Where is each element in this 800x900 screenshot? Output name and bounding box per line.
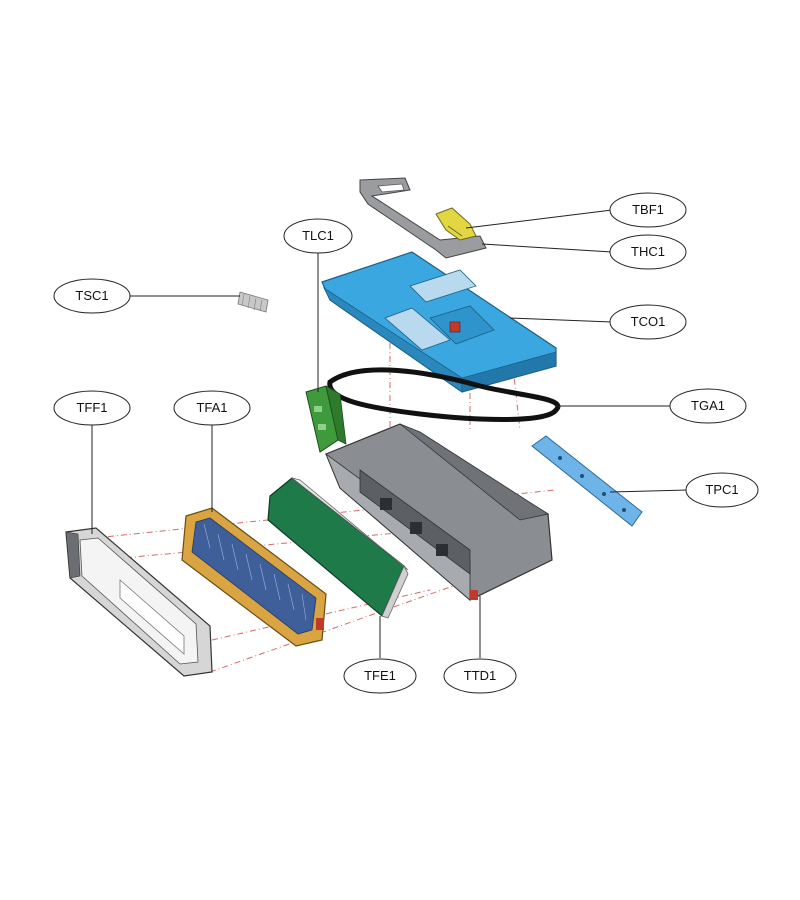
callout-label-ttd: TTD1 xyxy=(464,668,497,683)
callout-label-tco: TCO1 xyxy=(631,314,666,329)
callout-label-tfa: TFA1 xyxy=(196,400,227,415)
callout-tfe: TFE1 xyxy=(343,658,417,694)
callout-thc: THC1 xyxy=(609,234,687,270)
callout-tco: TCO1 xyxy=(609,304,687,340)
leader-lines xyxy=(91,209,689,658)
callout-tga: TGA1 xyxy=(669,388,747,424)
callout-tfa: TFA1 xyxy=(173,390,251,426)
housing-part xyxy=(325,423,553,601)
callout-ttd: TTD1 xyxy=(443,658,517,694)
callout-label-tpc: TPC1 xyxy=(705,482,738,497)
spring-part xyxy=(237,291,269,313)
callout-label-tfe: TFE1 xyxy=(364,668,396,683)
plate-part xyxy=(531,435,643,527)
callout-label-thc: THC1 xyxy=(631,244,665,259)
callout-tlc: TLC1 xyxy=(283,218,353,254)
filter-element-part xyxy=(267,477,409,619)
button-part xyxy=(435,207,477,241)
callout-label-tlc: TLC1 xyxy=(302,228,334,243)
callout-tff: TFF1 xyxy=(53,390,131,426)
latch-part xyxy=(305,385,347,453)
cover-part xyxy=(321,251,557,393)
callout-label-tff: TFF1 xyxy=(76,400,107,415)
callout-tpc: TPC1 xyxy=(685,472,759,508)
front-frame-part xyxy=(65,527,213,677)
callout-label-tbf: TBF1 xyxy=(632,202,664,217)
handle-part xyxy=(359,177,487,259)
callout-tsc: TSC1 xyxy=(53,278,131,314)
callout-label-tsc: TSC1 xyxy=(75,288,108,303)
callout-label-tga: TGA1 xyxy=(691,398,725,413)
gasket-part xyxy=(327,367,561,422)
callout-tbf: TBF1 xyxy=(609,192,687,228)
